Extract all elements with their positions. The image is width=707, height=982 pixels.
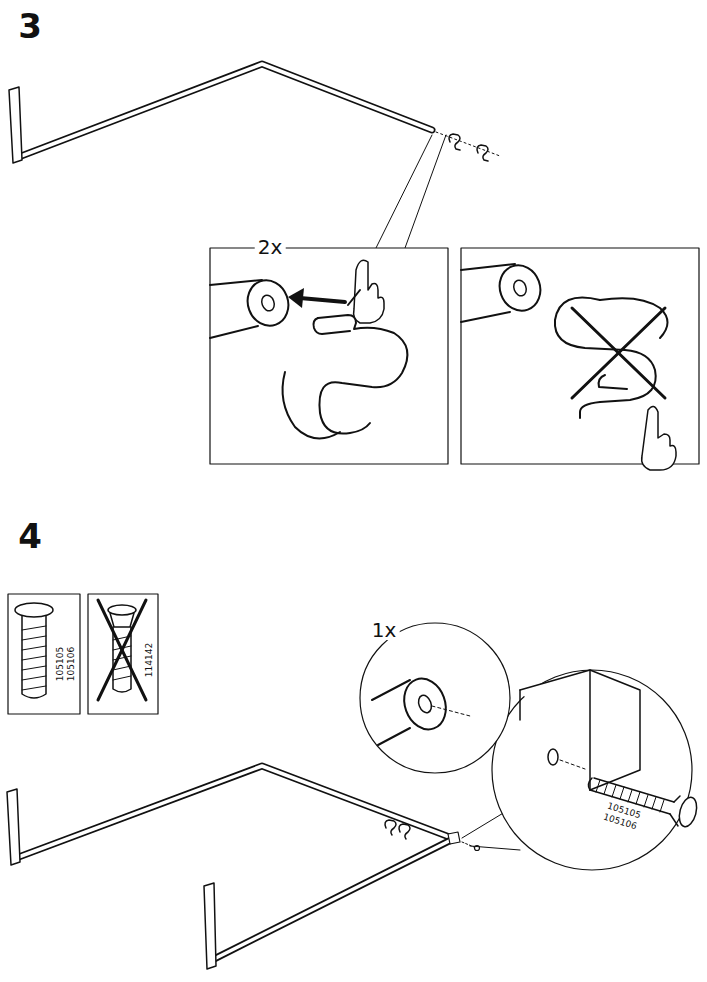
quantity-label: 1x (369, 620, 400, 640)
step-number: 3 (18, 9, 42, 43)
step-number: 4 (18, 519, 42, 553)
quantity-label: 2x (255, 237, 286, 257)
part-number: 105105 (56, 647, 65, 681)
part-number: 114142 (145, 643, 154, 677)
part-number: 105106 (67, 647, 76, 681)
